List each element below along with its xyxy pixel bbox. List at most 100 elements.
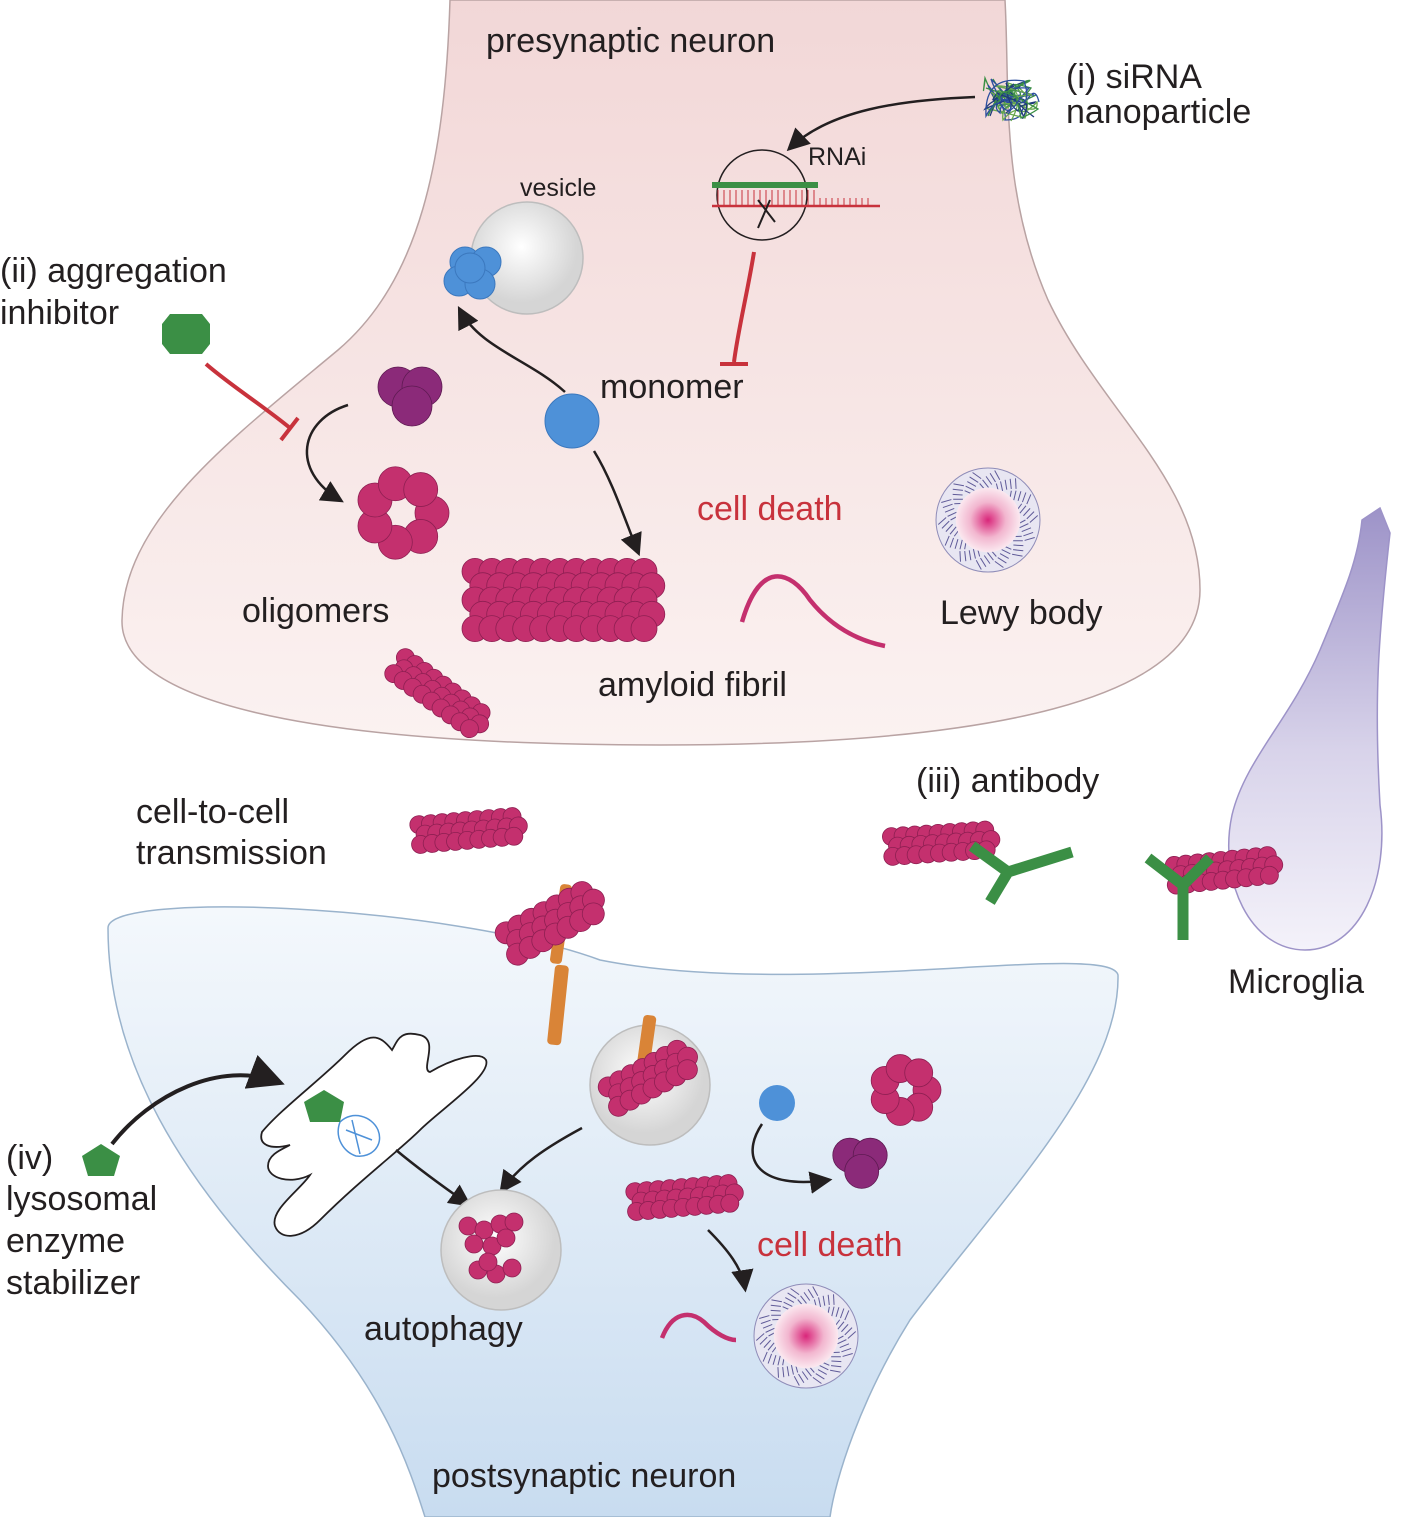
rnai-label: RNAi: [808, 143, 866, 171]
lewy-filament: [812, 1286, 819, 1297]
lewy-filament: [777, 1355, 781, 1366]
lewy-filament: [759, 1315, 770, 1319]
lewy-filament: [844, 1310, 850, 1321]
monomer-icon-bottom: [759, 1085, 795, 1121]
aggregate-particle: [460, 719, 479, 739]
lewy-filament: [817, 1369, 827, 1375]
lewy-filament: [777, 1367, 779, 1378]
nanoparticle-strand: [995, 90, 1040, 119]
aggregate-particle: [478, 1252, 498, 1272]
lewy-filament: [800, 1295, 807, 1304]
lewy-filament: [763, 1339, 771, 1348]
aggregate-particle: [581, 902, 605, 926]
lewy-filament: [772, 1355, 777, 1365]
lewy-body-icon-bottom: [753, 1283, 859, 1389]
receptor-stem-icon: [547, 964, 569, 1046]
lewy-filament: [947, 511, 957, 517]
lewy-filament: [1029, 515, 1039, 523]
sirna-label-line2: nanoparticle: [1066, 93, 1251, 131]
lewy-filament: [1009, 478, 1012, 490]
lewy-filament: [942, 503, 953, 509]
monomer-icon: [544, 393, 600, 449]
trimer-to-oligomer-arrow: [305, 403, 349, 503]
lewy-filament: [1013, 490, 1017, 501]
lewy-filament: [1021, 527, 1032, 533]
lewy-filament: [770, 1304, 781, 1307]
inhibitor-bar: [279, 416, 300, 442]
transmission-label-line1: cell-to-cell: [136, 793, 289, 831]
lewy-filament: [787, 1292, 797, 1299]
lewy-filament: [801, 1371, 809, 1380]
aggregate-particle: [504, 1212, 524, 1232]
lewy-filament: [983, 555, 991, 564]
lewy-filament: [822, 1295, 826, 1306]
lewy-filament: [1013, 549, 1024, 552]
lewy-filament: [941, 499, 952, 503]
lewy-filament: [1001, 549, 1011, 555]
lewy-filament: [765, 1327, 775, 1333]
lewy-filament: [844, 1327, 853, 1336]
stabilizer-icon: [82, 1144, 120, 1176]
lewy-filament: [762, 1323, 773, 1329]
lewy-filament: [1015, 478, 1017, 489]
autophagosome-cargo-icon: [458, 1212, 524, 1284]
inhibitor-line: [204, 362, 292, 430]
lewy-filament: [941, 520, 950, 529]
lewy-filament: [1023, 508, 1031, 517]
lysosome-icon: [260, 1032, 488, 1237]
antibody-icon: [968, 841, 1074, 905]
lewy-filament: [989, 472, 996, 483]
lewy-filament: [994, 560, 1004, 568]
lewy-filament: [767, 1353, 773, 1364]
lewy-filament: [1019, 505, 1027, 514]
lewy-filament: [964, 550, 967, 562]
fibril-icon: [461, 558, 666, 642]
lewy-filament: [1000, 481, 1004, 491]
aggregate-particle: [496, 1228, 516, 1248]
vesicle-label: vesicle: [520, 174, 596, 202]
autophagosome-icon: [440, 1189, 562, 1311]
lewy-filament: [997, 557, 1007, 564]
sirna-arrow: [786, 95, 976, 152]
lewy-filament: [818, 1297, 822, 1307]
receptor-bound-fibril-icon: [494, 881, 605, 966]
aggregate-particle: [720, 1193, 740, 1213]
antibody-icon-microglia: [1144, 853, 1214, 940]
lewy-filament: [839, 1343, 850, 1349]
nanoparticle-strand: [983, 82, 1035, 120]
lewy-filament: [959, 551, 961, 562]
lewy-filament: [972, 549, 976, 559]
endosome-to-autophagy-arrow: [499, 1126, 583, 1194]
lysosome-to-autophagy-arrow: [395, 1149, 472, 1207]
aggregate-particle: [677, 1059, 698, 1081]
amyloid-curve-icon: [739, 574, 886, 649]
lewy-filament: [782, 1366, 785, 1378]
lewy-filament: [785, 1297, 795, 1303]
transmission-label-line2: transmission: [136, 834, 327, 872]
lewy-filament: [953, 483, 964, 487]
lewy-filament: [833, 1294, 835, 1305]
lewy-filament: [819, 1365, 829, 1371]
transmitted-fibril-icon: [409, 807, 528, 854]
aggregate-particle: [630, 615, 658, 642]
lewy-filament: [831, 1360, 842, 1363]
sirna-nanoparticle-icon: [982, 75, 1040, 122]
lewy-filament: [839, 1308, 845, 1319]
lewy-filament: [965, 485, 975, 491]
aggregation-inhibitor-label-line2: inhibitor: [0, 294, 119, 332]
lewy-filament: [831, 1306, 835, 1317]
lewy-filament: [1026, 511, 1035, 520]
rna-base-pairs: [717, 190, 869, 206]
lewy-filament: [972, 472, 982, 480]
aggregate-particle: [502, 1258, 522, 1278]
lewy-filament: [841, 1347, 852, 1353]
lewy-filament: [760, 1319, 771, 1325]
lewy-filament: [967, 481, 977, 487]
microglia-label: Microglia: [1228, 963, 1364, 1001]
lewy-filament: [830, 1369, 841, 1373]
oligomer-particle: [844, 1153, 880, 1189]
rnai-inhibition-line: [732, 251, 756, 363]
lewy-filament: [968, 550, 972, 561]
lysosomal-enzyme-icon: [337, 1114, 381, 1157]
